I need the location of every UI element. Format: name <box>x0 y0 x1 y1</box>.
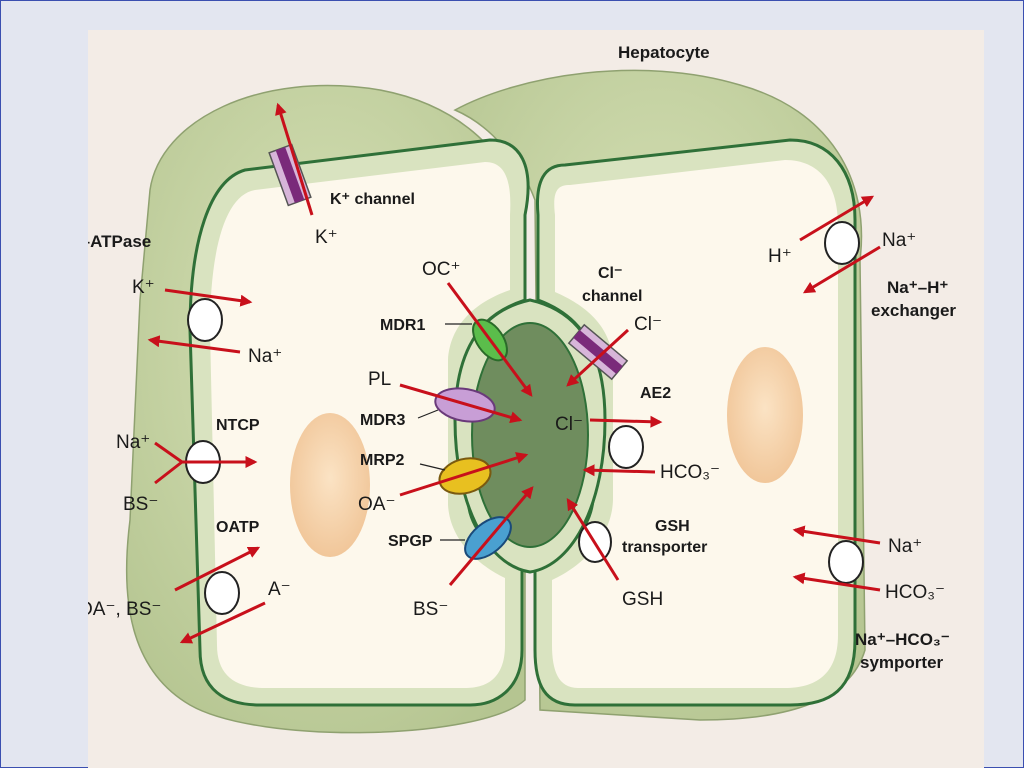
ntcp-label: NTCP <box>216 417 260 434</box>
ae2-hco3-label: HCO₃⁻ <box>660 462 720 483</box>
oatp-in-label: OA⁻, BS⁻ <box>88 599 161 620</box>
symp-na-label: Na⁺ <box>888 536 922 557</box>
right-nucleus <box>727 347 803 483</box>
gsh-transporter-label-2: transporter <box>622 539 707 556</box>
na-h-exchanger-label-2: exchanger <box>871 301 956 320</box>
ntcp-na-label: Na⁺ <box>116 432 150 453</box>
pl-arrow <box>399 383 523 424</box>
atpase-na-arrow <box>147 335 241 354</box>
mdr3-label: MDR3 <box>360 412 405 429</box>
na-k-atpase-label: Na⁺/K⁺–ATPase <box>88 232 151 251</box>
mdr3-leader <box>417 409 439 419</box>
na-k-atpase-icon <box>187 298 223 342</box>
left-nucleus <box>290 413 370 557</box>
na-h-exchanger-label-1: Na⁺–H⁺ <box>887 278 948 297</box>
k-channel-icon <box>268 143 312 207</box>
hepatocyte-diagram: Hepatocyte Na⁺/K⁺–ATPase K⁺ Na⁺ K⁺ chann… <box>88 43 956 734</box>
oa-label: OA⁻ <box>358 494 395 515</box>
gsh-arrow <box>566 497 620 581</box>
symp-hco3-arrow <box>792 572 881 592</box>
cl-channel-arrow <box>566 328 630 387</box>
oatp-out-arrow <box>179 601 266 644</box>
na-hco3-symporter-icon <box>828 540 864 584</box>
k-channel-k-label: K⁺ <box>315 227 338 248</box>
oatp-in-arrow <box>174 546 261 592</box>
diagram-title: Hepatocyte <box>618 43 710 62</box>
ntcp-bs-label: BS⁻ <box>123 494 158 515</box>
mrp2-label: MRP2 <box>360 452 405 469</box>
bs-canal-arrow <box>448 486 534 586</box>
ae2-label: AE2 <box>640 385 671 402</box>
gsh-label: GSH <box>622 589 663 610</box>
na-h-h-label: H⁺ <box>768 246 792 267</box>
na-h-na-label: Na⁺ <box>882 230 916 251</box>
oa-arrow <box>399 452 529 497</box>
oc-label: OC⁺ <box>422 259 461 280</box>
lumen-cl-label: Cl⁻ <box>555 414 583 435</box>
na-h-exchanger-icon <box>824 221 860 265</box>
oatp-icon <box>204 571 240 615</box>
h-efflux-arrow <box>799 195 875 242</box>
ntcp-na-arrow <box>154 441 183 464</box>
right-cytoplasm <box>552 160 838 688</box>
symp-label-2: symporter <box>860 653 944 672</box>
oatp-out-label: A⁻ <box>268 579 291 600</box>
cl-channel-icon <box>567 323 629 381</box>
na-k-atpase-na-label: Na⁺ <box>248 346 282 367</box>
cl-channel-label-2: channel <box>582 288 642 305</box>
k-channel-arrow <box>275 102 314 216</box>
na-k-atpase-k-label: K⁺ <box>132 277 155 298</box>
mrp2-leader <box>419 463 446 471</box>
spgp-label: SPGP <box>388 533 433 550</box>
ae2-hco3-arrow <box>582 464 656 477</box>
cl-channel-cl-label: Cl⁻ <box>634 314 662 335</box>
oc-arrow <box>446 282 533 397</box>
bs-canal-label: BS⁻ <box>413 599 448 620</box>
ntcp-bs-arrow <box>154 460 183 485</box>
gsh-transporter-label-1: GSH <box>655 518 690 535</box>
left-cytoplasm <box>210 162 511 688</box>
oatp-label: OATP <box>216 519 260 536</box>
mdr1-label: MDR1 <box>380 317 425 334</box>
hepatocyte-figure: Hepatocyte Na⁺/K⁺–ATPase K⁺ Na⁺ K⁺ chann… <box>88 30 984 768</box>
ae2-icon <box>608 425 644 469</box>
symp-hco3-label: HCO₃⁻ <box>885 582 945 603</box>
symp-na-arrow <box>792 525 881 545</box>
ae2-cl-arrow <box>589 415 663 428</box>
pl-label: PL <box>368 369 391 390</box>
k-channel-label: K⁺ channel <box>330 191 415 208</box>
symp-label-1: Na⁺–HCO₃⁻ <box>855 630 950 649</box>
na-influx-arrow <box>802 245 881 294</box>
cl-channel-label-1: Cl⁻ <box>598 265 622 282</box>
bile-canaliculus-lumen <box>471 322 589 548</box>
atpase-k-arrow <box>164 288 253 307</box>
